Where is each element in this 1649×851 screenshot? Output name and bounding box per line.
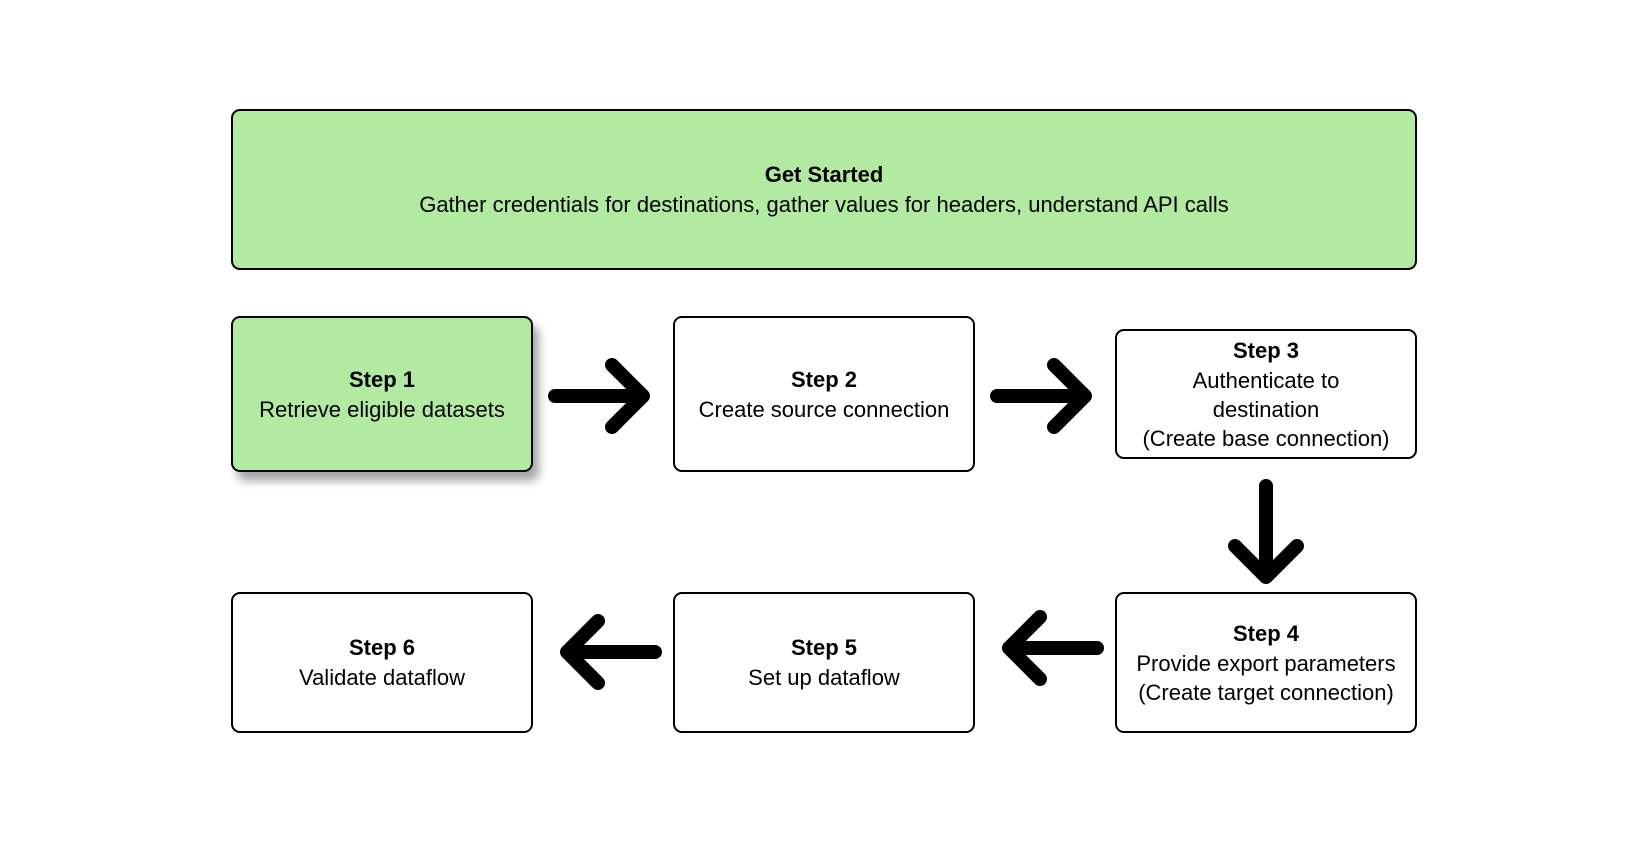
step-2-description: Create source connection: [698, 396, 950, 422]
step-2-box: Step 2 Create source connection: [673, 316, 975, 472]
arrow-left-icon: [1002, 610, 1104, 686]
get-started-description: Gather credentials for destinations, gat…: [419, 191, 1229, 217]
step-6-title: Step 6: [348, 635, 416, 660]
get-started-title: Get Started: [764, 161, 884, 187]
step-5-box: Step 5 Set up dataflow: [673, 592, 975, 733]
step-1-box: Step 1 Retrieve eligible datasets: [231, 316, 533, 472]
step-5-title: Step 5: [790, 635, 858, 660]
arrow-down-icon: [1228, 479, 1304, 584]
step-3-description: Authenticate to destination (Create base…: [1142, 367, 1390, 451]
step-3-box: Step 3 Authenticate to destination (Crea…: [1115, 329, 1417, 459]
arrow-right-icon: [548, 358, 650, 434]
arrow-left-icon: [560, 614, 662, 690]
step-1-description: Retrieve eligible datasets: [259, 396, 505, 422]
step-4-box: Step 4 Provide export parameters (Create…: [1115, 592, 1417, 733]
get-started-box: Get Started Gather credentials for desti…: [231, 109, 1417, 270]
step-3-title: Step 3: [1232, 337, 1300, 363]
step-4-description: Provide export parameters (Create target…: [1136, 650, 1396, 705]
step-1-title: Step 1: [348, 366, 416, 392]
step-6-box: Step 6 Validate dataflow: [231, 592, 533, 733]
step-4-title: Step 4: [1232, 620, 1300, 646]
step-6-description: Validate dataflow: [299, 665, 465, 690]
step-5-description: Set up dataflow: [748, 665, 900, 690]
arrow-right-icon: [990, 358, 1092, 434]
step-2-title: Step 2: [790, 366, 858, 392]
